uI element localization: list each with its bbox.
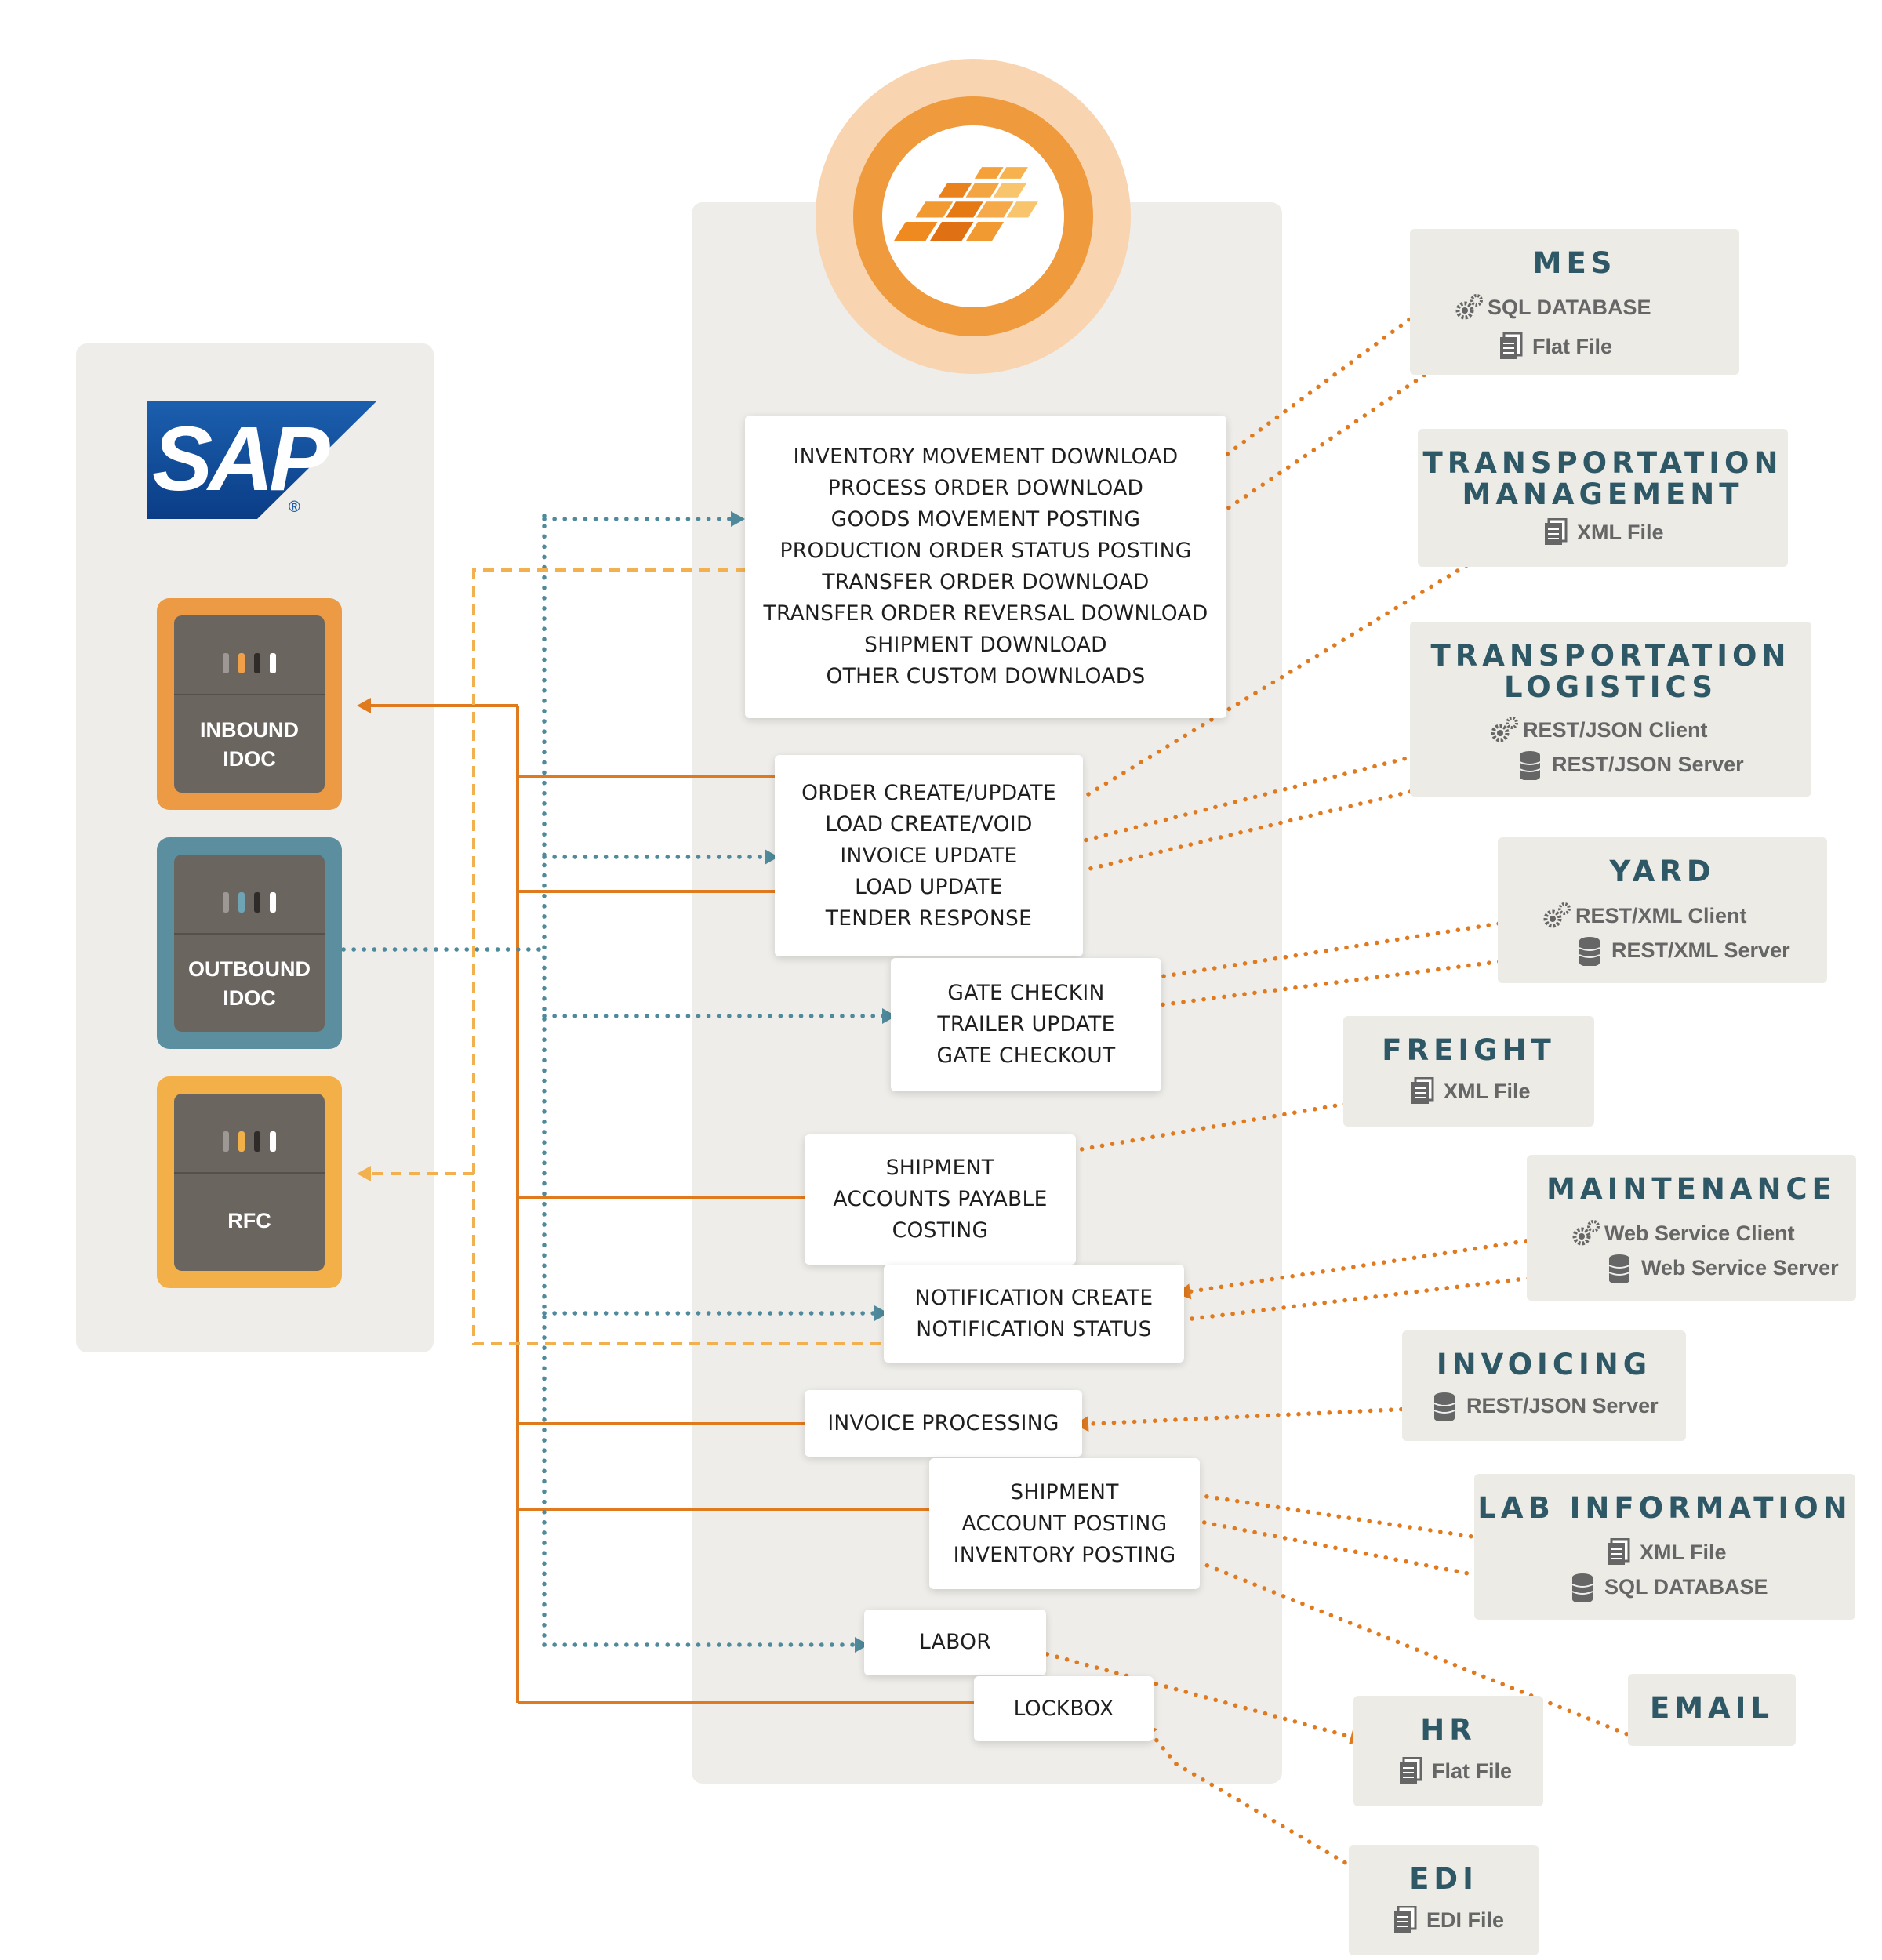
system-freight: FREIGHT XML File: [1343, 1016, 1594, 1127]
system-hr: HR Flat File: [1353, 1696, 1543, 1806]
maint-client-link: [1174, 1234, 1559, 1296]
system-transportation-management: TRANSPORTATION MANAGEMENT XML File: [1418, 429, 1788, 567]
system-maintenance: MAINTENANCE Web Service Client Web Servi…: [1527, 1155, 1856, 1301]
lab-sql-link: [1182, 1516, 1543, 1590]
item-xml-file: XML File: [1608, 1537, 1727, 1568]
process-box-lockbox: LOCKBOX: [974, 1676, 1154, 1741]
yard-client-link: [1137, 916, 1531, 982]
item-rest-xml-server: REST/XML Server: [1579, 935, 1790, 966]
mes-flat-file-link: [1218, 343, 1471, 516]
file-icon: [1394, 1906, 1417, 1933]
item-rest-json-client: REST/JSON Client: [1491, 714, 1708, 746]
gears-icon: [1491, 717, 1518, 742]
system-transportation-logistics: TRANSPORTATION LOGISTICS REST/JSON Clien…: [1410, 622, 1811, 797]
item-rest-json-server: REST/JSON Server: [1519, 749, 1744, 780]
mes-sql-link: [1203, 305, 1428, 473]
inbound-label-2: IDOC: [223, 747, 276, 771]
freight-link: [1047, 1093, 1398, 1157]
edi-link: [1174, 1762, 1369, 1878]
item-sql-database: SQL DATABASE: [1455, 292, 1651, 323]
sap-logo-shape: [147, 401, 376, 519]
hr-link: [1025, 1646, 1367, 1743]
process-box-labor: LABOR: [864, 1610, 1046, 1675]
database-icon: [1579, 937, 1600, 966]
outbound-feed-1-arrowhead: [765, 849, 779, 865]
outbound-feed-0-arrowhead: [731, 511, 745, 527]
database-icon: [1433, 1392, 1455, 1421]
outbound-feed-3-arrowhead: [874, 1305, 888, 1321]
item-rest-xml-client: REST/XML Client: [1543, 900, 1747, 931]
system-email: EMAIL: [1628, 1674, 1796, 1746]
file-icon: [1500, 332, 1523, 359]
item-xml-file: XML File: [1412, 1076, 1531, 1107]
file-icon: [1400, 1757, 1422, 1784]
edi-lockbox-link: [1140, 1721, 1179, 1766]
signal-bars-icon: [174, 1131, 325, 1156]
system-yard: YARD REST/XML Client REST/XML Server: [1498, 837, 1827, 983]
gears-icon: [1455, 294, 1483, 320]
sap-logo-text: SAP: [152, 408, 330, 510]
system-mes: MES SQL DATABASE Flat File: [1410, 229, 1739, 375]
outbound-label-1: OUTBOUND: [188, 957, 311, 981]
outbound-idoc-button[interactable]: OUTBOUND IDOC: [157, 837, 342, 1049]
registered-mark: ®: [289, 499, 300, 516]
system-edi: EDI EDI File: [1349, 1845, 1539, 1955]
inbound-label-1: INBOUND: [200, 718, 299, 742]
item-flat-file: Flat File: [1400, 1755, 1512, 1787]
outbound-feed-4-arrowhead: [855, 1637, 869, 1653]
rfc-arrowhead: [357, 1166, 371, 1181]
item-web-service-server: Web Service Server: [1608, 1252, 1839, 1283]
outbound-feed-2-arrowhead: [882, 1008, 896, 1024]
file-icon: [1412, 1077, 1434, 1104]
signal-bars-icon: [174, 892, 325, 916]
inbound-idoc-button[interactable]: INBOUND IDOC: [157, 598, 342, 810]
item-xml-file: XML File: [1545, 517, 1664, 548]
file-icon: [1608, 1538, 1630, 1565]
process-box-invoice: INVOICE PROCESSING: [805, 1390, 1082, 1457]
gears-icon: [1572, 1220, 1600, 1246]
email-link: [1186, 1555, 1649, 1744]
item-web-service-client: Web Service Client: [1572, 1218, 1795, 1249]
tl-client-link: [1048, 739, 1477, 851]
system-invoicing: INVOICING REST/JSON Server: [1402, 1330, 1686, 1441]
item-sql-database: SQL DATABASE: [1571, 1571, 1768, 1602]
rfc-trunk-line: [472, 568, 888, 1345]
item-rest-json-server: REST/JSON Server: [1433, 1390, 1659, 1421]
item-edi-file: EDI File: [1394, 1904, 1504, 1936]
outbound-label-2: IDOC: [223, 986, 276, 1010]
invoicing-link: [1072, 1406, 1414, 1427]
rfc-label: RFC: [227, 1209, 271, 1232]
tiles-logo-icon: [894, 167, 1038, 241]
item-flat-file: Flat File: [1500, 331, 1612, 362]
hub-logo: [816, 59, 1131, 374]
gears-icon: [1543, 902, 1571, 928]
file-icon: [1545, 518, 1568, 545]
database-icon: [1519, 751, 1541, 780]
inbound-arrowhead: [357, 698, 371, 713]
database-icon: [1608, 1254, 1630, 1283]
system-lab-information: LAB INFORMATION XML File SQL DATABASE: [1474, 1474, 1855, 1620]
rfc-button[interactable]: RFC: [157, 1076, 342, 1288]
signal-bars-icon: [174, 653, 325, 677]
database-icon: [1571, 1573, 1593, 1602]
sap-logo: SAP ®: [147, 401, 376, 521]
